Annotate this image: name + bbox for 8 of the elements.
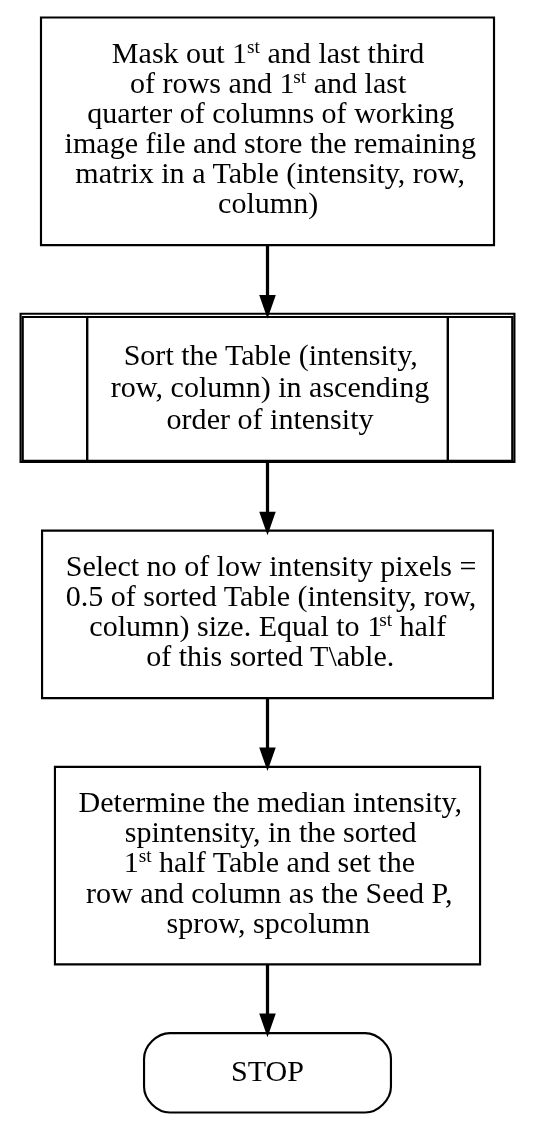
node-box: Mask out 1$^{st}$ and last third of rows and 1$^{st}$ and last quarter of columns of working image file and store the remaining matrix in a Table (intensity, row, column) <box>39 16 496 247</box>
node-box: Select no of low intensity pixels = 0.5 of sorted Table (intensity, row, column) size. Equal to 1$^{st}$ half of this sorted T\able. <box>41 529 494 700</box>
arrow <box>259 245 276 319</box>
arrow <box>259 698 276 772</box>
node-box: Determine the median intensity, spintensity, in the sorted 1$^{st}$ half Table and set the row and column as the Seed P, sprow, spcolumn <box>53 765 482 966</box>
arrow <box>259 964 276 1038</box>
node-box: STOP <box>142 1032 393 1114</box>
arrow <box>259 462 276 536</box>
